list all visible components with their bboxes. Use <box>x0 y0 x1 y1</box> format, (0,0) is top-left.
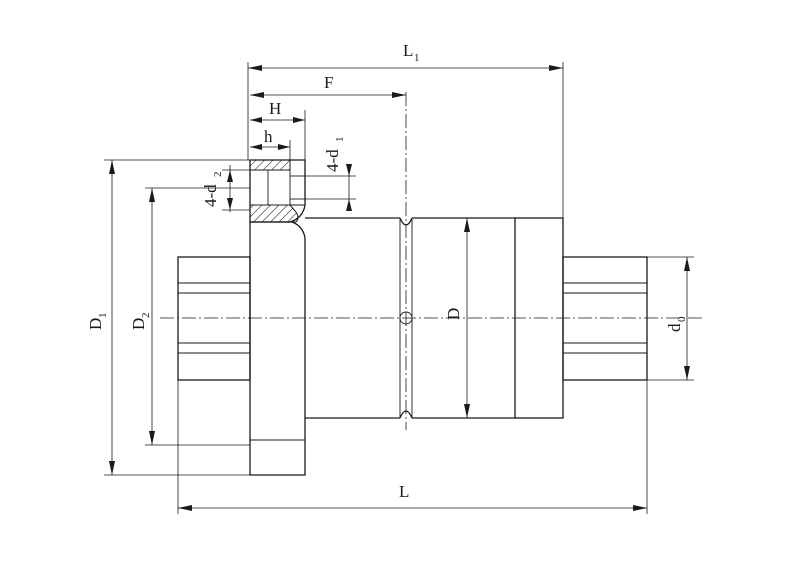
label-F: F <box>324 73 333 92</box>
label-H: H <box>269 99 281 118</box>
svg-text:1: 1 <box>414 52 420 64</box>
svg-text:2: 2 <box>212 172 224 178</box>
dim-F: F <box>250 73 406 98</box>
label-L1: L <box>403 41 413 60</box>
svg-text:0: 0 <box>676 316 688 322</box>
dim-H: H <box>250 99 306 160</box>
label-D: D <box>444 308 463 320</box>
dim-D1: D 1 <box>86 159 250 476</box>
flange <box>249 159 306 476</box>
label-4-d1: 4-d <box>323 149 342 172</box>
dim-D2: D 2 <box>129 187 250 446</box>
dim-4-d2: 4-d 2 <box>201 165 250 212</box>
label-D2: D <box>129 318 148 330</box>
nut-body <box>305 217 564 419</box>
dim-L: L <box>177 380 648 514</box>
dim-D: D <box>444 218 470 418</box>
right-shaft <box>562 256 648 381</box>
svg-text:2: 2 <box>140 313 152 319</box>
label-D1: D <box>86 318 105 330</box>
label-h: h <box>264 127 273 146</box>
dim-4-d1: 4-d 1 <box>305 137 356 211</box>
svg-text:1: 1 <box>334 137 346 143</box>
svg-text:1: 1 <box>97 313 109 319</box>
label-4-d2: 4-d <box>201 184 220 207</box>
flange-section-hatch-top <box>249 159 291 171</box>
flange-section-hatch-bottom <box>249 204 299 223</box>
label-L: L <box>399 482 409 501</box>
left-shaft <box>177 256 251 381</box>
dim-d0: d 0 <box>647 256 694 381</box>
dim-h: h <box>250 127 291 160</box>
label-d0: d <box>665 323 684 332</box>
dim-L1: L 1 <box>247 41 564 218</box>
